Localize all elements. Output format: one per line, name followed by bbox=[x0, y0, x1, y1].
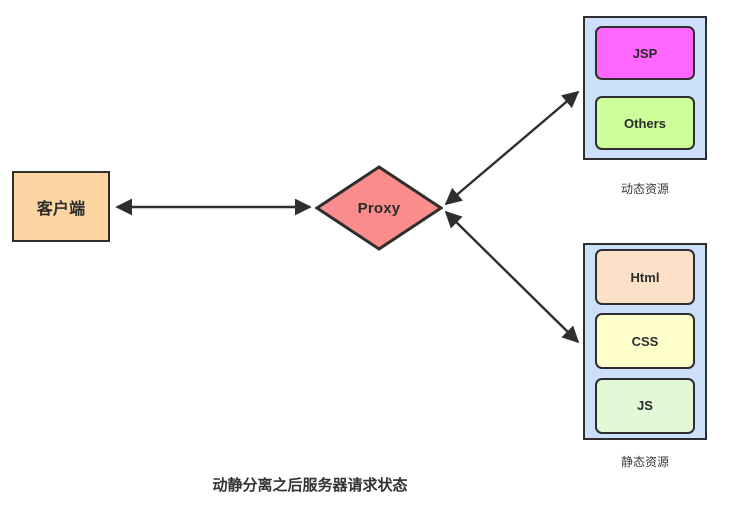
group-item-js-label: JS bbox=[637, 398, 653, 414]
group-item-html-label: Html bbox=[630, 269, 660, 285]
group-item-js[interactable]: JS bbox=[595, 377, 695, 434]
group-static-resources[interactable]: Html CSS JS bbox=[583, 243, 707, 440]
node-proxy[interactable]: Proxy bbox=[315, 165, 443, 251]
group-item-others-label: Others bbox=[624, 115, 666, 131]
group-item-html[interactable]: Html bbox=[595, 249, 695, 306]
node-client-label: 客户端 bbox=[36, 200, 86, 218]
group-static-caption: 静态资源 bbox=[620, 455, 669, 469]
figure-title: 动静分离之后服务器请求状态 bbox=[212, 477, 408, 494]
group-dynamic-caption: 动态资源 bbox=[620, 182, 669, 196]
connector-proxy-static bbox=[444, 210, 580, 344]
node-proxy-label: Proxy bbox=[357, 199, 401, 217]
group-item-jsp[interactable]: JSP bbox=[595, 26, 695, 80]
diamond-shape-icon bbox=[315, 165, 443, 251]
group-item-jsp-label: JSP bbox=[632, 45, 658, 61]
group-item-css[interactable]: CSS bbox=[595, 313, 695, 370]
group-item-others[interactable]: Others bbox=[595, 96, 695, 150]
connector-proxy-dynamic bbox=[444, 90, 580, 206]
group-item-css-label: CSS bbox=[631, 333, 659, 349]
group-dynamic-resources[interactable]: JSP Others bbox=[583, 16, 707, 160]
node-client[interactable]: 客户端 bbox=[12, 171, 110, 242]
